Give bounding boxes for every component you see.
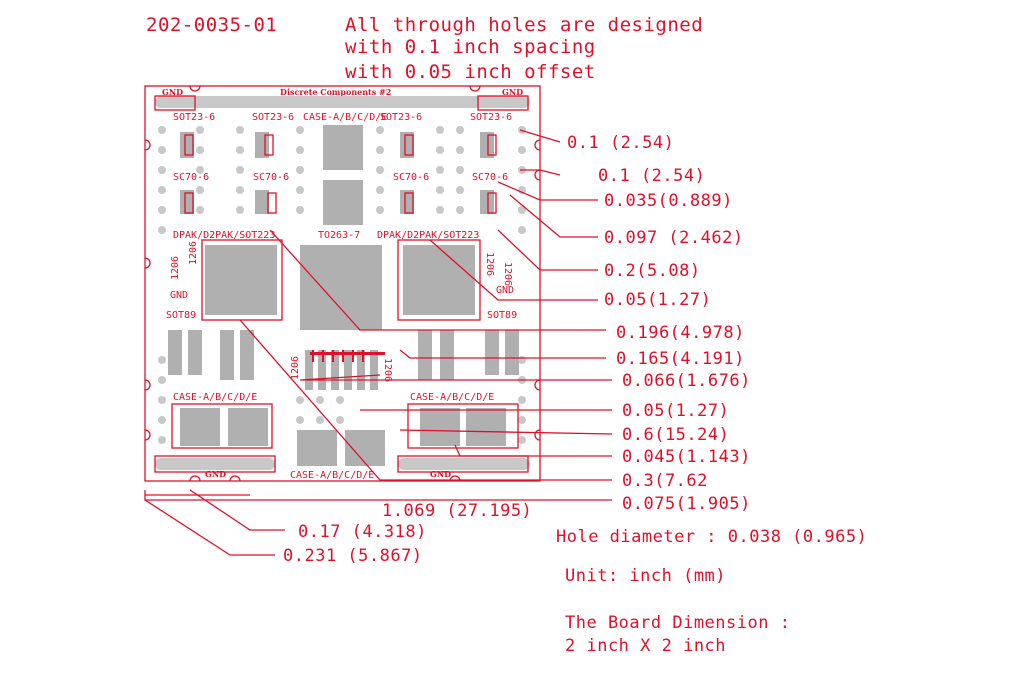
dim-6: 0.05(1.27) (604, 290, 711, 310)
note-line-3: with 0.05 inch offset (345, 61, 596, 83)
label-to263: TO263-7 (318, 230, 360, 241)
label-sc70-6-c: SC70-6 (393, 172, 429, 183)
label-1206-e: 1206 (290, 356, 301, 380)
label-1206-d: 1206 (502, 262, 513, 286)
dim-17: 0.231 (5.867) (283, 546, 423, 566)
hole-diameter: Hole diameter : 0.038 (0.965) (556, 527, 867, 547)
unit-note: Unit: inch (mm) (565, 566, 726, 586)
dim-4: 0.097 (2.462) (604, 228, 744, 248)
board-title: Discrete Components #2 (280, 87, 391, 97)
gnd-label-tr: GND (502, 87, 523, 97)
dimension-leaders (144, 129, 613, 556)
label-case-bottom: CASE-A/B/C/D/E (290, 470, 374, 481)
dim-9: 0.066(1.676) (622, 371, 751, 391)
dim-14: 0.075(1.905) (622, 494, 751, 514)
label-case-bl: CASE-A/B/C/D/E (173, 392, 257, 403)
gnd-label-bl: GND (205, 469, 226, 479)
label-1206-b: 1206 (188, 241, 199, 265)
label-1206-a: 1206 (170, 256, 181, 280)
gnd-label-tl: GND (162, 87, 183, 97)
label-case-br: CASE-A/B/C/D/E (410, 392, 494, 403)
label-dpak-a: DPAK/D2PAK/SOT223 (173, 230, 275, 241)
board-dimension-title: The Board Dimension : (565, 613, 790, 633)
dim-3: 0.035(0.889) (604, 191, 733, 211)
label-sot23-6-a: SOT23-6 (173, 112, 215, 123)
dim-16: 0.17 (4.318) (298, 522, 427, 542)
label-case-top: CASE-A/B/C/D/E (303, 112, 387, 123)
gnd-label-br: GND (430, 469, 451, 479)
dim-10: 0.05(1.27) (622, 401, 729, 421)
dim-1: 0.1 (2.54) (567, 133, 674, 153)
dim-2: 0.1 (2.54) (598, 166, 705, 186)
board-dimension-value: 2 inch X 2 inch (565, 636, 726, 656)
label-sot89-b: SOT89 (487, 310, 517, 321)
label-1206-f: 1206 (382, 358, 393, 382)
note-line-2: with 0.1 inch spacing (345, 36, 596, 58)
board: Discrete Components #2 GND GND GND GND (144, 85, 541, 482)
part-number: 202-0035-01 (146, 14, 277, 36)
label-dpak-b: DPAK/D2PAK/SOT223 (377, 230, 479, 241)
label-sot23-6-c: SOT23-6 (380, 112, 422, 123)
dim-8: 0.165(4.191) (616, 349, 745, 369)
gnd-label-dpak-b: GND (496, 285, 514, 296)
label-sot23-6-b: SOT23-6 (252, 112, 294, 123)
dim-15: 1.069 (27.195) (382, 501, 532, 521)
dim-7: 0.196(4.978) (616, 323, 745, 343)
label-sot23-6-d: SOT23-6 (470, 112, 512, 123)
gnd-label-dpak-a: GND (170, 290, 188, 301)
dim-12: 0.045(1.143) (622, 447, 751, 467)
label-1206-c: 1206 (484, 252, 495, 276)
note-line-1: All through holes are designed (345, 14, 703, 36)
dim-11: 0.6(15.24) (622, 425, 729, 445)
label-sot89-a: SOT89 (166, 310, 196, 321)
label-sc70-6-d: SC70-6 (472, 172, 508, 183)
dim-5: 0.2(5.08) (604, 261, 701, 281)
label-sc70-6-a: SC70-6 (173, 172, 209, 183)
dim-13: 0.3(7.62 (622, 471, 708, 491)
label-sc70-6-b: SC70-6 (253, 172, 289, 183)
